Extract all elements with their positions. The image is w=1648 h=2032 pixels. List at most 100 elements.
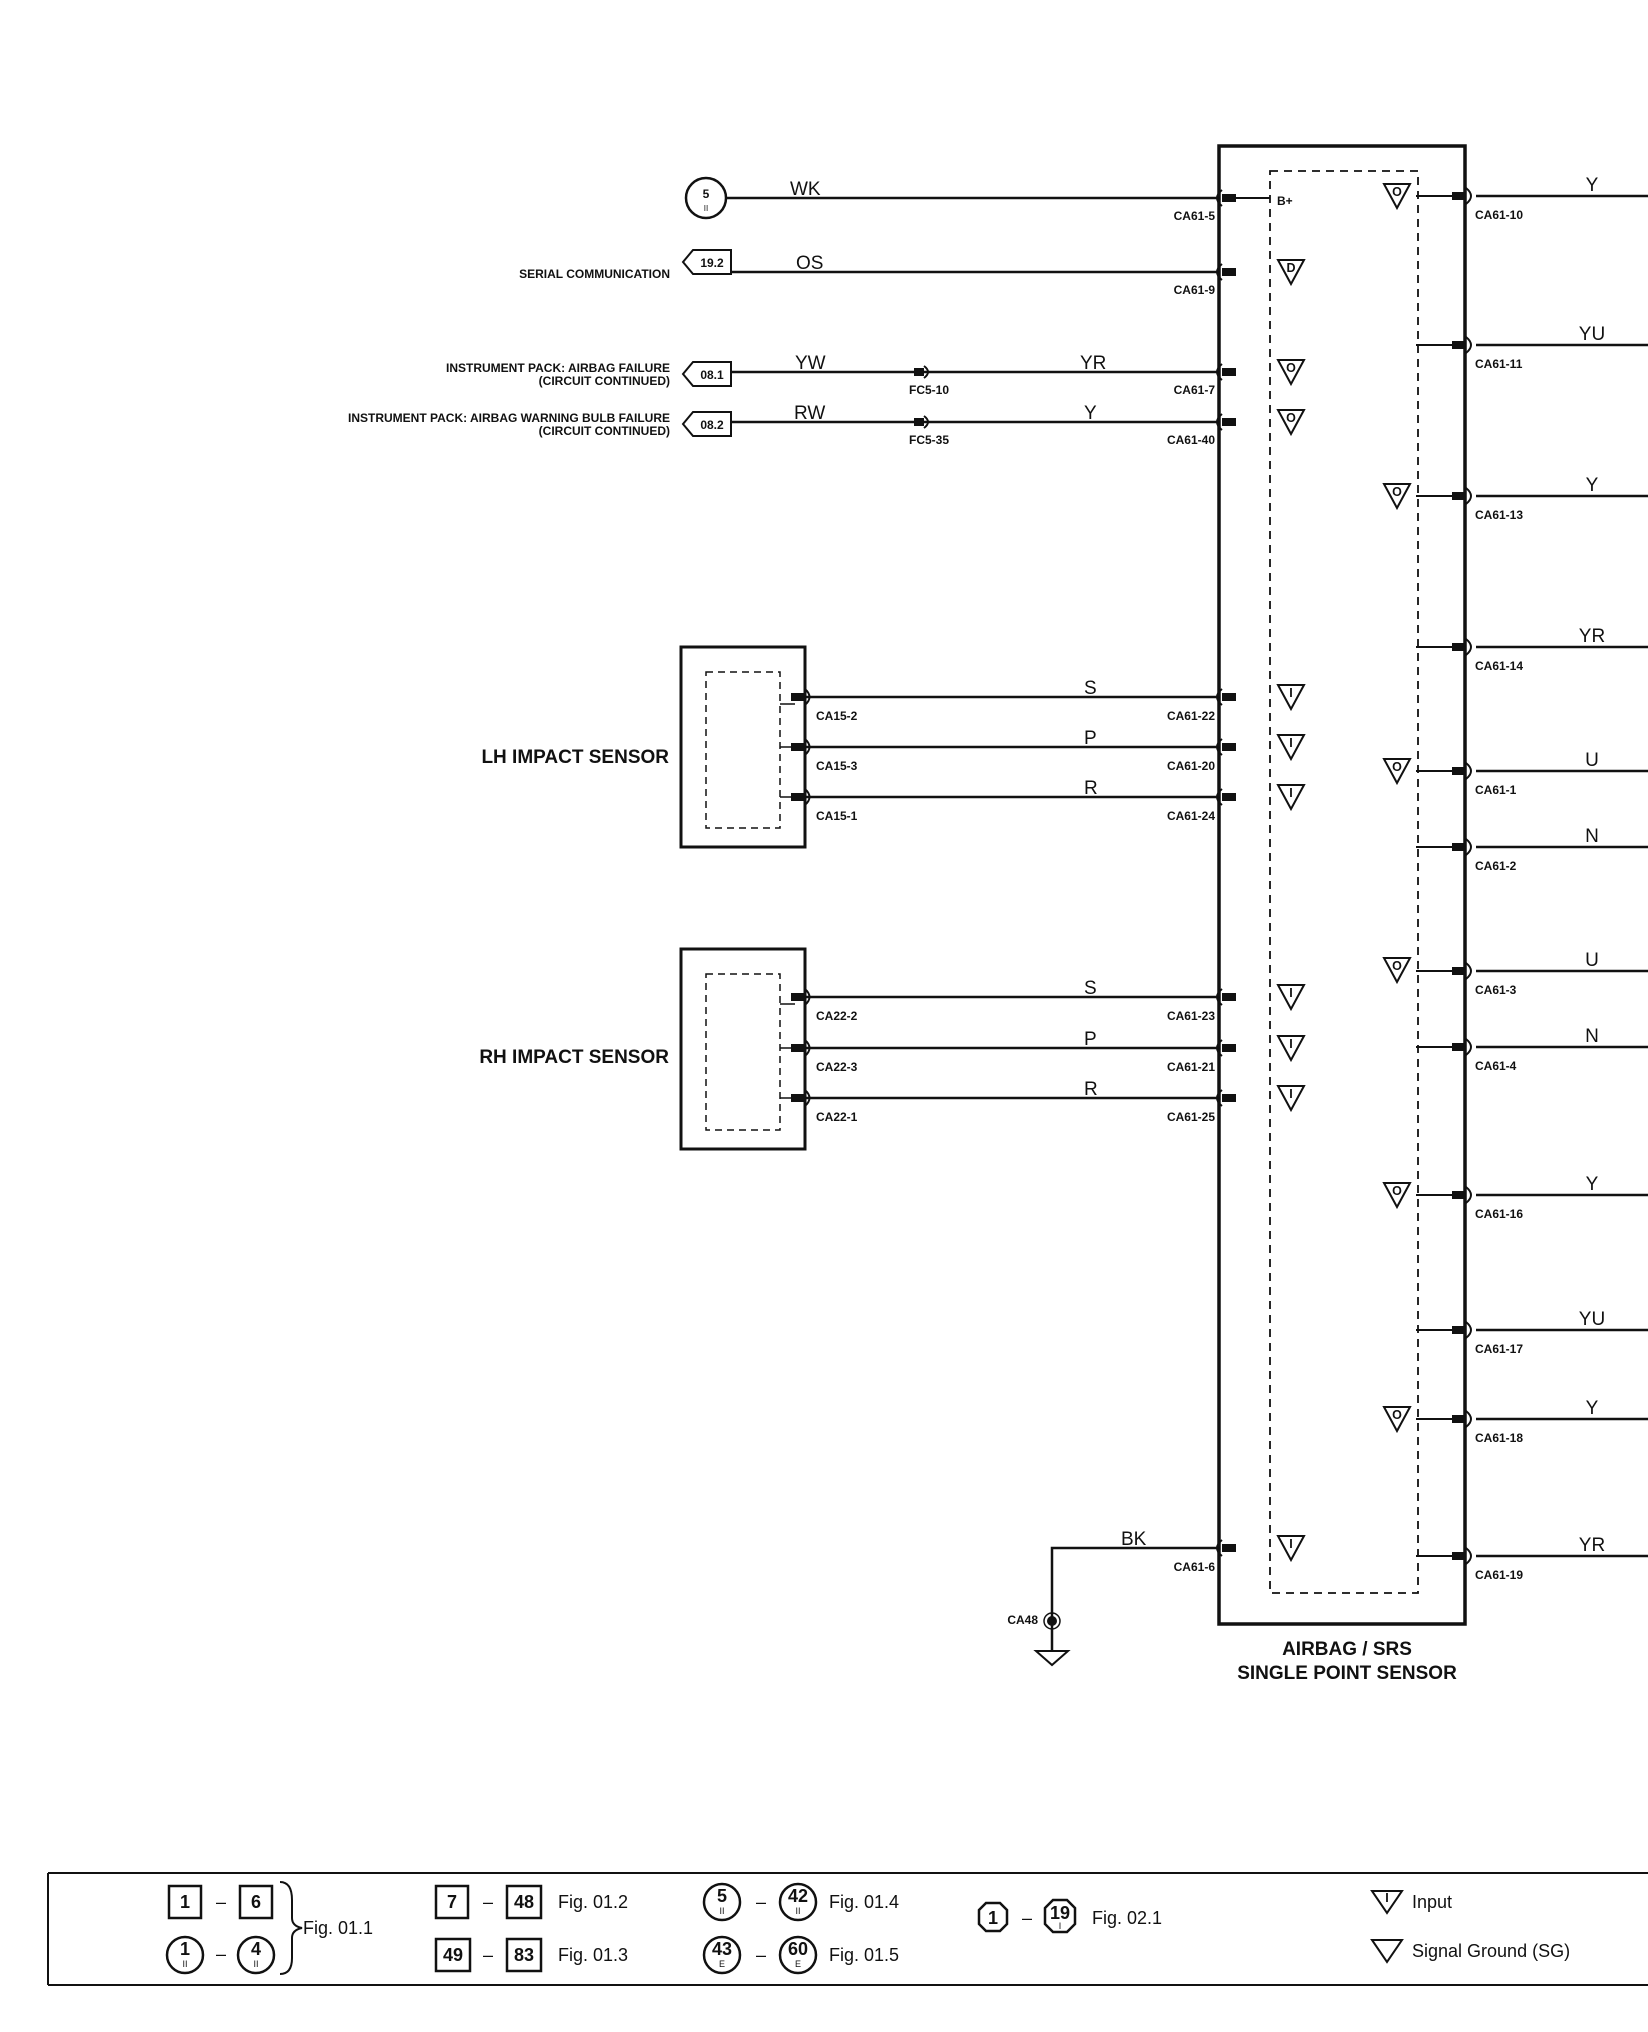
svg-text:I: I [1059, 1921, 1062, 1931]
pin-terminal [1452, 492, 1466, 500]
airbag-failure-label: INSTRUMENT PACK: AIRBAG FAILURE [446, 361, 670, 375]
sensor-wires: S P R S P R CA15-2 CA15-3 CA15-1 CA22-2 … [780, 678, 1236, 1124]
marker-input: I [1289, 986, 1292, 1000]
pin-ca22-3: CA22-3 [816, 1060, 858, 1074]
legend-fig-01-1: Fig. 01.1 [303, 1918, 373, 1938]
svg-text:19: 19 [1050, 1903, 1070, 1923]
svg-text:49: 49 [443, 1945, 463, 1965]
bplus-label: B+ [1277, 194, 1293, 208]
signal-ground-symbol-icon [1370, 1939, 1404, 1964]
wire-color-n: N [1585, 826, 1599, 847]
pin-socket [1465, 838, 1472, 856]
svg-text:48: 48 [514, 1892, 534, 1912]
pin-ca61-22: CA61-22 [1167, 709, 1215, 723]
svg-text:–: – [483, 1945, 493, 1965]
wire-color-yr: YR [1080, 353, 1106, 374]
module-title-line1: AIRBAG / SRS [1282, 1639, 1412, 1660]
wire-color-yu: YU [1579, 324, 1605, 345]
pin-socket [1465, 187, 1472, 205]
pin-ca61-23: CA61-23 [1167, 1009, 1215, 1023]
rh-impact-sensor-label: RH IMPACT SENSOR [479, 1047, 669, 1068]
wire-color-wk: WK [790, 179, 821, 200]
pin-terminal [1452, 1415, 1466, 1423]
pin-ca15-3: CA15-3 [816, 759, 858, 773]
ref-08-1: 08.1 [700, 368, 724, 382]
pin-terminal [1452, 1191, 1466, 1199]
circuit-badge-sub: II [704, 204, 708, 213]
marker-output: O [1392, 1184, 1402, 1198]
legend-fig-01-4: Fig. 01.4 [829, 1892, 899, 1912]
wire-color-u: U [1585, 950, 1599, 971]
svg-text:42: 42 [788, 1886, 808, 1906]
pin-ca61-11: CA61-11 [1475, 357, 1523, 371]
legend-fig-01-3: Fig. 01.3 [558, 1945, 628, 1965]
marker-data: D [1286, 261, 1295, 275]
pin-ca61-4: CA61-4 [1475, 1059, 1517, 1073]
svg-text:–: – [483, 1892, 493, 1912]
ref-arrow-08-2 [681, 411, 732, 437]
svg-text:5: 5 [717, 1886, 727, 1906]
pin-ca61-1: CA61-1 [1475, 783, 1517, 797]
legend-fig-02-1: Fig. 02.1 [1092, 1908, 1162, 1928]
pin-terminal [1452, 1326, 1466, 1334]
wire-color-os: OS [796, 253, 823, 274]
ref-19-2: 19.2 [700, 256, 724, 270]
wire-color-y: Y [1586, 1174, 1599, 1195]
marker-input: I [1289, 1037, 1292, 1051]
marker-output: O [1286, 411, 1296, 425]
pin-terminal [1452, 767, 1466, 775]
wire-color-yu: YU [1579, 1309, 1605, 1330]
wire-color-r-lh: R [1084, 778, 1098, 799]
marker-output: O [1392, 185, 1402, 199]
right-pins: YCA61-10YUCA61-11YCA61-13YRCA61-14UCA61-… [1416, 175, 1648, 1582]
srs-module: AIRBAG / SRS SINGLE POINT SENSOR B+ [1217, 144, 1467, 1684]
pin-socket [1465, 638, 1472, 656]
pin-terminal [1452, 1552, 1466, 1560]
pin-ca61-3: CA61-3 [1475, 983, 1517, 997]
pin-ca61-2: CA61-2 [1475, 859, 1517, 873]
pin-ca61-7: CA61-7 [1174, 383, 1216, 397]
wire-color-y: Y [1586, 175, 1599, 196]
ref-arrow-08-1 [681, 361, 732, 387]
svg-text:60: 60 [788, 1939, 808, 1959]
wire-color-y: Y [1586, 1398, 1599, 1419]
input-symbol-icon [1370, 1890, 1404, 1915]
svg-text:–: – [756, 1945, 766, 1965]
pin-socket [1465, 762, 1472, 780]
svg-text:–: – [216, 1892, 226, 1912]
pin-ca61-24: CA61-24 [1167, 809, 1215, 823]
pin-ca61-9: CA61-9 [1174, 283, 1216, 297]
pin-ca22-2: CA22-2 [816, 1009, 858, 1023]
pin-ca61-5: CA61-5 [1174, 209, 1216, 223]
module-markers-right: O O O O O O [1383, 183, 1411, 1432]
marker-output: O [1286, 361, 1296, 375]
wire-color-p-lh: P [1084, 728, 1097, 749]
svg-text:1: 1 [988, 1908, 998, 1928]
splice-fc5-35: FC5-35 [909, 433, 949, 447]
svg-text:E: E [719, 1959, 725, 1969]
pin-ca61-16: CA61-16 [1475, 1207, 1523, 1221]
warning-bulb-label: INSTRUMENT PACK: AIRBAG WARNING BULB FAI… [348, 411, 670, 425]
warning-bulb-continued: (CIRCUIT CONTINUED) [539, 424, 670, 438]
ground-ca48: CA48 [1007, 1613, 1038, 1627]
pin-ca61-21: CA61-21 [1167, 1060, 1215, 1074]
ref-arrow-19-2 [681, 249, 732, 275]
airbag-failure-continued: (CIRCUIT CONTINUED) [539, 374, 670, 388]
rh-impact-sensor: RH IMPACT SENSOR [479, 947, 807, 1151]
lh-impact-sensor-label: LH IMPACT SENSOR [481, 747, 669, 768]
pin-ca15-1: CA15-1 [816, 809, 858, 823]
marker-input: I [1289, 786, 1292, 800]
svg-text:E: E [795, 1959, 801, 1969]
ground-point [1047, 1616, 1057, 1626]
legend-signal-ground: Signal Ground (SG) [1412, 1941, 1570, 1961]
serial-communication-label: SERIAL COMMUNICATION [519, 267, 670, 281]
wire-color-bk: BK [1121, 1529, 1147, 1550]
legend-input: Input [1412, 1892, 1452, 1912]
wire-color-s-lh: S [1084, 678, 1097, 699]
wire-color-p-rh: P [1084, 1029, 1097, 1050]
pin-ca61-20: CA61-20 [1167, 759, 1215, 773]
wire-color-y: Y [1586, 475, 1599, 496]
marker-input: I [1289, 686, 1292, 700]
svg-text:II: II [795, 1906, 800, 1916]
